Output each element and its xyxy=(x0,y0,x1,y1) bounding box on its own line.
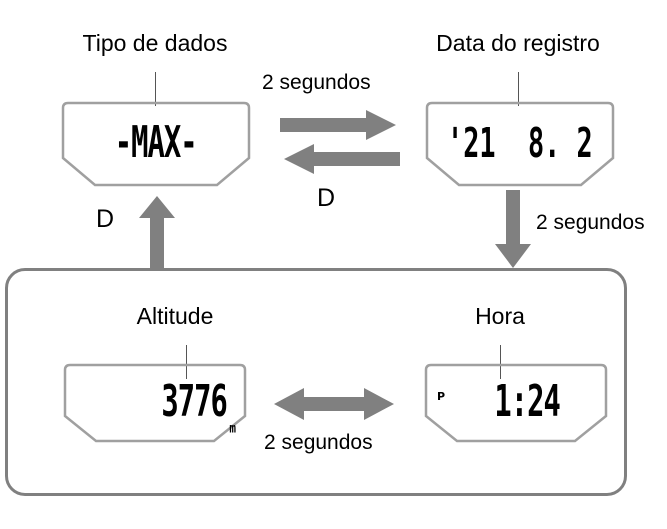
lcd-frame-shape xyxy=(63,363,247,443)
altitude-unit-label: m xyxy=(229,420,236,437)
lcd-display-data-type[interactable]: -MAX- xyxy=(60,100,252,188)
lcd-screen-data-type: -MAX- xyxy=(60,100,252,188)
lcd-screen-altitude: 3776 m xyxy=(62,362,248,444)
lcd-frame-shape xyxy=(424,363,608,443)
bottom-group-container xyxy=(5,268,627,496)
lcd-display-time[interactable]: P 1:24 xyxy=(423,362,609,444)
lcd-screen-record-date: '21 8. 2 xyxy=(424,100,616,188)
data-type-leader-line xyxy=(155,72,156,106)
transition-label-right-down: 2 segundos xyxy=(536,211,645,234)
record-date-leader-line xyxy=(518,72,519,106)
time-caption: Hora xyxy=(475,303,525,329)
time-leader-line xyxy=(500,345,501,379)
transition-label-left-up: D xyxy=(96,205,115,233)
arrow-left-top-back xyxy=(282,142,400,176)
lcd-frame-shape xyxy=(61,101,251,187)
record-date-caption: Data do registro xyxy=(436,30,600,56)
arrow-up-left-transition xyxy=(135,194,179,270)
lcd-value-altitude: 3776 xyxy=(161,376,228,428)
altitude-caption: Altitude xyxy=(136,303,214,329)
lcd-value-data-type: -MAX- xyxy=(115,117,198,169)
arrow-bidirectional-bottom xyxy=(272,385,396,423)
time-pm-indicator: P xyxy=(437,390,446,403)
data-type-caption: Tipo de dados xyxy=(82,30,228,56)
lcd-frame-shape xyxy=(425,101,615,187)
altitude-leader-line xyxy=(186,345,187,379)
lcd-display-record-date[interactable]: '21 8. 2 xyxy=(424,100,616,188)
arrow-right-top-forward xyxy=(280,108,398,142)
transition-label-bottom: 2 segundos xyxy=(264,431,373,454)
lcd-value-time: 1:24 xyxy=(494,376,560,428)
arrow-down-right-transition xyxy=(491,190,535,270)
lcd-screen-time: 1:24 xyxy=(423,362,609,444)
lcd-display-altitude[interactable]: 3776 m xyxy=(62,362,248,444)
lcd-value-record-date: '21 8. 2 xyxy=(447,119,593,168)
transition-label-top-forward: 2 segundos xyxy=(262,71,371,94)
transition-label-top-back: D xyxy=(317,184,336,212)
